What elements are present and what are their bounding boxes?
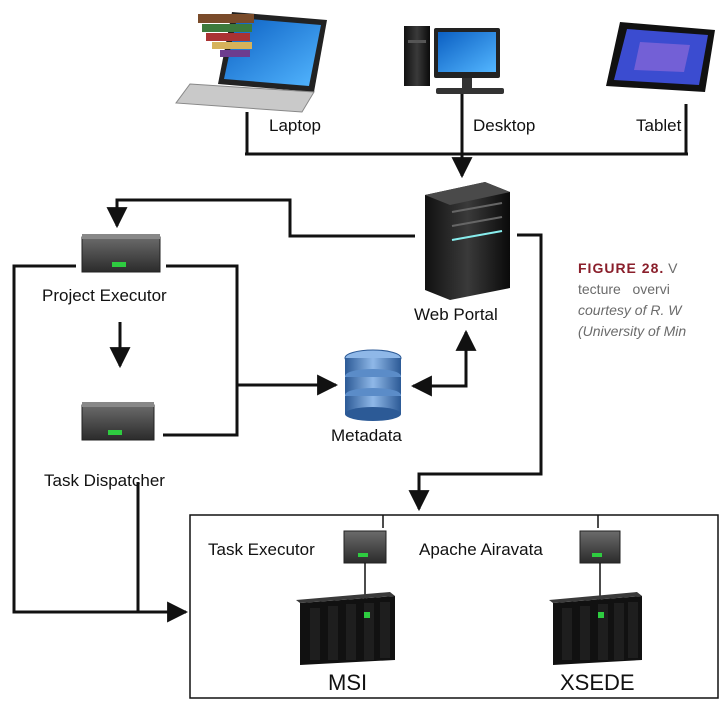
figure-caption: FIGURE 28. V tecture overvi courtesy of … xyxy=(578,258,725,342)
caption-line4: (University of Min xyxy=(578,323,687,339)
laptop-icon xyxy=(175,12,327,113)
web-portal-label: Web Portal xyxy=(414,305,498,324)
task-executor-label: Task Executor xyxy=(208,540,315,559)
xsede-label: XSEDE xyxy=(560,670,635,695)
metadata-label: Metadata xyxy=(331,426,402,445)
desktop-label: Desktop xyxy=(473,116,536,135)
device-connectors xyxy=(245,94,688,179)
tablet-icon xyxy=(606,22,715,92)
metadata-database-icon xyxy=(344,349,402,421)
task-dispatcher-label: Task Dispatcher xyxy=(44,471,165,490)
tablet-label: Tablet xyxy=(636,116,682,135)
task-dispatcher-server-icon xyxy=(81,402,155,441)
project-executor-label: Project Executor xyxy=(42,286,167,305)
caption-line1-rest: V xyxy=(668,260,678,276)
compute-cluster-box xyxy=(189,514,719,699)
msi-supercomputer-icon xyxy=(296,592,395,665)
desktop-icon xyxy=(404,26,504,94)
connection-lines xyxy=(12,198,543,623)
caption-line2: tecture overvi xyxy=(578,281,670,297)
caption-line3: courtesy of R. W xyxy=(578,302,682,318)
laptop-label: Laptop xyxy=(269,116,321,135)
task-executor-server-icon xyxy=(343,530,387,564)
project-executor-server-icon xyxy=(81,234,161,273)
apache-airavata-server-icon xyxy=(579,530,621,564)
msi-label: MSI xyxy=(328,670,368,695)
web-portal-icon xyxy=(425,182,510,300)
xsede-supercomputer-icon xyxy=(549,592,642,665)
apache-airavata-label: Apache Airavata xyxy=(419,540,543,559)
caption-figure-number: FIGURE 28. xyxy=(578,260,665,276)
